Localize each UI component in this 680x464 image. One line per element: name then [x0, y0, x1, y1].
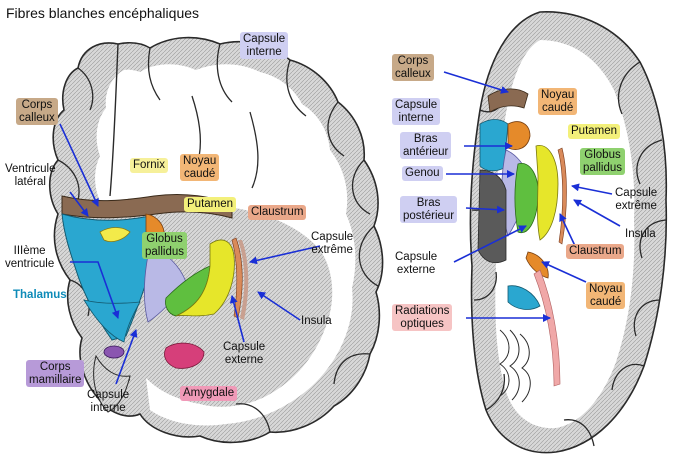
axial-putamen [535, 145, 559, 241]
label-amygdale: Amygdale [180, 386, 238, 401]
label-globus-pallidus-right: Globus pallidus [580, 148, 625, 175]
label-capsule-externe-left: Capsule externe [223, 341, 266, 366]
coronal-fornix [99, 227, 131, 242]
label-corps-calleux-left: Corps calleux [16, 98, 58, 125]
axial-thalamus [477, 169, 507, 264]
coronal-brainstem [93, 354, 131, 413]
coronal-amygdale [164, 342, 205, 369]
coronal-white-matter [95, 64, 356, 426]
coronal-capsule-interne [143, 245, 187, 323]
label-putamen-left: Putamen [184, 197, 237, 212]
axial-radiations-optiques [533, 269, 561, 387]
coronal-putamen [175, 239, 235, 317]
coronal-thalamus [83, 299, 141, 343]
label-corps-calleux-right: Corps calleux [392, 54, 434, 81]
label-corps-mamillaire: Corps mamillaire [26, 360, 85, 387]
axial-noyau-caude-bottom [525, 251, 549, 279]
label-genou: Genou [402, 166, 443, 181]
label-putamen-right: Putamen [568, 124, 621, 139]
label-capsule-interne-top: Capsule interne [240, 32, 289, 59]
label-capsule-externe-right: Capsule externe [395, 251, 438, 276]
coronal-capsule-extreme [238, 240, 249, 320]
figure-title: Fibres blanches encéphaliques [6, 5, 200, 21]
arrows [59, 71, 621, 385]
label-noyau-caude-bottom-right: Noyau caudé [586, 282, 626, 309]
label-capsule-extreme-right: Capsule extrême [615, 187, 658, 212]
coronal-section [48, 36, 384, 444]
label-insula-right: Insula [625, 228, 656, 240]
coronal-claustrum [231, 237, 243, 319]
label-troisieme-ventricule: IIIème ventricule [5, 245, 55, 270]
label-bras-posterieur: Bras postérieur [400, 196, 458, 223]
label-claustrum-right: Claustrum [566, 244, 625, 259]
axial-globus-pallidus [514, 163, 539, 234]
axial-noyau-caude-top [507, 121, 531, 150]
label-fornix: Fornix [130, 158, 168, 173]
coronal-corps-mamillaire [103, 345, 125, 359]
label-ventricule-lateral: Ventricule latéral [5, 163, 56, 188]
label-noyau-caude-top-right: Noyau caudé [538, 88, 578, 115]
label-capsule-interne-right: Capsule interne [392, 98, 441, 125]
label-bras-anterieur: Bras antérieur [400, 132, 452, 159]
label-globus-pallidus-left: Globus pallidus [142, 232, 187, 259]
label-radiations-optiques: Radiations optiques [392, 304, 453, 331]
label-claustrum-left: Claustrum [248, 205, 307, 220]
label-thalamus: Thalamus [13, 289, 67, 301]
label-insula-left: Insula [301, 315, 332, 327]
axial-ventricule-posterior [507, 285, 541, 310]
label-capsule-extreme-left: Capsule extrême [311, 231, 354, 256]
axial-occipital-folds [499, 329, 531, 403]
label-noyau-caude-left: Noyau caudé [180, 154, 220, 181]
label-capsule-interne-bottom: Capsule interne [87, 389, 130, 414]
